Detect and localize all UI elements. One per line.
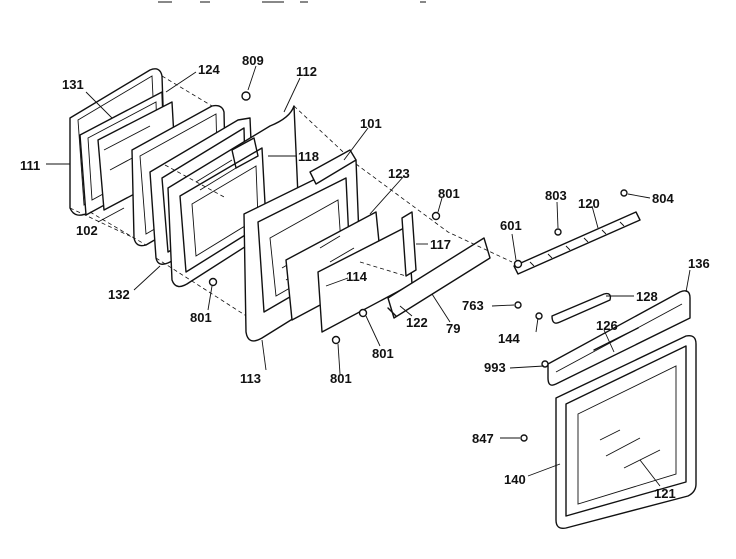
part-117-frame (401, 211, 417, 277)
label-132: 132 (108, 287, 130, 302)
label-123: 123 (388, 166, 410, 181)
label-763: 763 (462, 298, 484, 313)
screw-icons (208, 91, 628, 442)
label-101: 101 (360, 116, 382, 131)
part-140-outer-door (555, 334, 697, 530)
label-113: 113 (240, 371, 261, 386)
part-118-bracket (231, 137, 259, 169)
label-114: 114 (346, 269, 368, 284)
label-121: 121 (654, 486, 676, 501)
callout-labels: 131 124 809 112 101 111 118 123 801 803 … (20, 53, 710, 501)
part-101-top-strip (309, 149, 357, 185)
label-122: 122 (406, 315, 428, 330)
label-144: 144 (498, 331, 520, 346)
label-809: 809 (242, 53, 264, 68)
label-801-top: 801 (438, 186, 460, 201)
label-111: 111 (20, 158, 40, 173)
alignment-lines-center (355, 163, 513, 277)
label-804: 804 (652, 191, 674, 206)
label-801-mid: 801 (372, 346, 394, 361)
part-120-hinge-strip (513, 211, 641, 275)
label-112: 112 (296, 64, 317, 79)
label-120: 120 (578, 196, 600, 211)
label-79: 79 (446, 321, 460, 336)
label-128: 128 (636, 289, 658, 304)
label-801-bottom: 801 (330, 371, 352, 386)
label-117: 117 (430, 237, 451, 252)
label-118: 118 (298, 149, 319, 164)
label-801-left: 801 (190, 310, 212, 325)
part-126-trim-insert (593, 327, 639, 351)
label-601: 601 (500, 218, 522, 233)
label-102: 102 (76, 223, 98, 238)
label-803: 803 (545, 188, 567, 203)
label-124: 124 (198, 62, 220, 77)
label-140: 140 (504, 472, 526, 487)
label-136: 136 (688, 256, 710, 271)
part-128-handle (551, 292, 612, 324)
part-79-strip (387, 307, 397, 317)
label-126: 126 (596, 318, 618, 333)
label-847: 847 (472, 431, 494, 446)
label-131: 131 (62, 77, 84, 92)
label-993: 993 (484, 360, 506, 375)
leader-lines (46, 65, 691, 487)
